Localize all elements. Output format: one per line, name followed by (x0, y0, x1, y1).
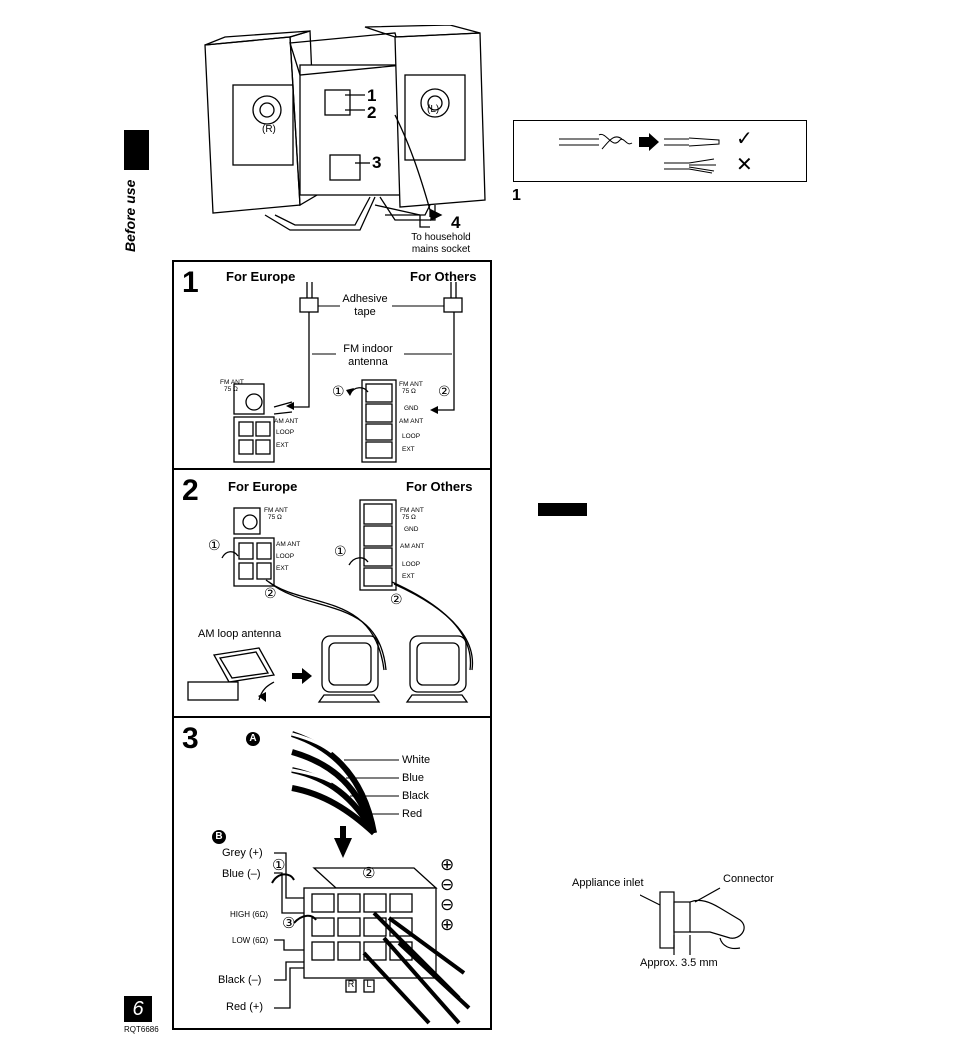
appliance-inlet-illustration (640, 887, 745, 955)
p2-loop-others: LOOP (402, 561, 421, 568)
callout-2: 2 (367, 103, 377, 122)
p2-ext-eu: EXT (276, 565, 289, 572)
p1-gnd-others: GND (404, 405, 419, 412)
terminal-blue-minus: Blue (–) (222, 868, 261, 880)
p2-step-1-others: ① (334, 543, 347, 559)
channel-l: L (366, 979, 372, 989)
correct-mark: ✓ (736, 128, 753, 150)
p3-step-3: ③ (282, 915, 296, 932)
panel-am-loop-antenna: 2 For Europe For Others FM ANT 75 Ω AM A… (172, 468, 492, 718)
p1-ext-others: EXT (402, 446, 415, 453)
p1-loop-others: LOOP (402, 433, 421, 440)
marker-a: A (246, 732, 260, 746)
p1-ohm-others: 75 Ω (402, 388, 416, 395)
wire-white-label: White (402, 754, 431, 766)
p1-am-ant-eu: AM ANT (274, 418, 299, 425)
sign-minus-1: ⊖ (440, 875, 455, 894)
document-code: RQT6686 (124, 1025, 159, 1034)
gap-measurement-label: Approx. 3.5 mm (640, 957, 718, 969)
p1-step-2: ② (438, 383, 451, 399)
speaker-left-label: (L) (427, 104, 440, 115)
page-number: 6 (124, 996, 152, 1022)
p2-step-1-eu: ① (208, 537, 221, 553)
p1-fm-ant-others: FM ANT (399, 381, 423, 388)
panel-1-number: 1 (182, 266, 199, 299)
p1-step-1: ① (332, 383, 345, 399)
wire-step-number: 1 (512, 187, 521, 204)
p2-fm-ant-eu: FM ANT (264, 507, 288, 514)
panel-2-others-title: For Others (406, 479, 473, 494)
panel-1-others-title: For Others (410, 269, 477, 284)
mains-socket-label: To household mains socket (411, 232, 471, 255)
appliance-inlet-label: Appliance inlet (572, 877, 644, 889)
panel-fm-antenna: 1 For Europe For Others Adhesive tape FM… (172, 260, 492, 470)
p2-step-2-others: ② (390, 591, 403, 607)
incorrect-mark: ✕ (736, 154, 753, 176)
p2-loop-eu: LOOP (276, 553, 295, 560)
marker-b: B (212, 830, 226, 844)
wire-twist-figure (513, 120, 807, 182)
panel-speaker-cables: 3 A B White Blue Black Red Grey (+) Blue… (172, 716, 492, 1030)
terminal-black-minus: Black (–) (218, 974, 262, 986)
section-tab-marker (124, 130, 149, 170)
callout-1: 1 (367, 86, 377, 105)
panel-2-number: 2 (182, 474, 199, 507)
terminal-grey-plus: Grey (+) (222, 847, 263, 859)
system-overview-illustration (204, 25, 486, 231)
fm-antenna-label: FM indoor antenna (343, 343, 393, 368)
p2-am-ant-eu: AM ANT (276, 541, 301, 548)
p2-step-2-eu: ② (264, 585, 277, 601)
sign-plus-1: ⊕ (440, 855, 455, 874)
section-label: Before use (122, 179, 138, 252)
p1-loop-eu: LOOP (276, 429, 295, 436)
p2-ohm-eu: 75 Ω (268, 514, 282, 521)
sign-plus-2: ⊕ (440, 915, 455, 934)
p3-step-2: ② (362, 865, 376, 882)
p2-fm-ant-others: FM ANT (400, 507, 424, 514)
wire-black-label: Black (402, 790, 429, 802)
panel-3-number: 3 (182, 722, 199, 755)
p2-ohm-others: 75 Ω (402, 514, 416, 521)
p1-fm-ant-eu: FM ANT (220, 379, 244, 386)
p3-step-1: ① (272, 857, 286, 874)
terminal-red-plus: Red (+) (226, 1001, 263, 1013)
am-loop-antenna-label: AM loop antenna (198, 628, 282, 640)
p2-ext-others: EXT (402, 573, 415, 580)
p1-am-ant-others: AM ANT (399, 418, 424, 425)
sign-minus-2: ⊖ (440, 895, 455, 914)
heading-bar (538, 503, 587, 516)
speaker-right-label: (R) (262, 124, 276, 135)
adhesive-tape-label: Adhesive tape (342, 293, 388, 318)
callout-4: 4 (451, 213, 461, 232)
wire-red-label: Red (402, 808, 423, 820)
terminal-high: HIGH (6Ω) (230, 910, 268, 919)
p1-ohm-eu: 75 Ω (224, 386, 238, 393)
channel-r: R (347, 979, 355, 989)
callout-3: 3 (372, 153, 382, 172)
wire-blue-label: Blue (402, 772, 425, 784)
terminal-low: LOW (6Ω) (232, 936, 269, 945)
p2-am-ant-others: AM ANT (400, 543, 425, 550)
p1-ext-eu: EXT (276, 442, 289, 449)
connector-label: Connector (723, 873, 774, 885)
panel-1-europe-title: For Europe (226, 269, 296, 284)
panel-2-europe-title: For Europe (228, 479, 298, 494)
p2-gnd-others: GND (404, 526, 419, 533)
